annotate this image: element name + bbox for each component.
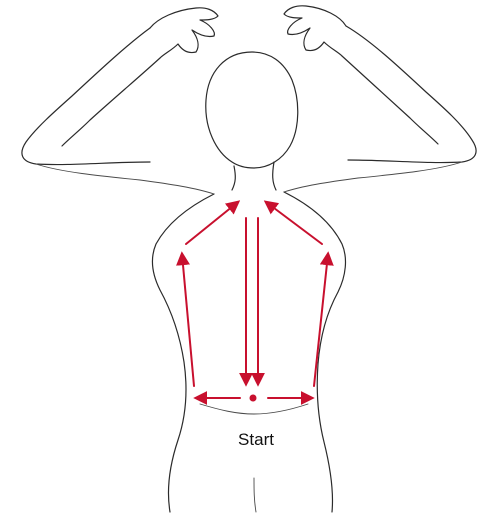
massage-arrows [182,202,328,402]
diagonal-arrow-right [266,202,322,244]
side-arrow-left [182,254,194,386]
start-label: Start [226,430,286,450]
diagonal-arrow-left [186,202,238,244]
head-outline [206,52,298,168]
right-hand-outline [284,6,346,56]
start-dot [250,395,257,402]
left-hand-outline [150,8,218,58]
